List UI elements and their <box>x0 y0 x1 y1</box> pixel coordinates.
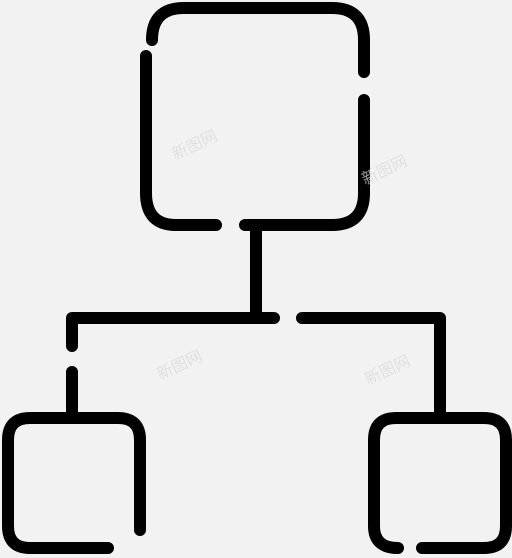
left-child-node-box <box>2 412 146 554</box>
branch-right-connector <box>296 312 446 421</box>
watermark-text: 新图网 <box>169 126 221 164</box>
watermark: 新图网 新图网 新图网 新图网 <box>154 126 414 389</box>
branch-left-connector <box>66 312 280 352</box>
parent-box-right-stroke <box>239 94 370 231</box>
parent-node-box <box>140 2 370 231</box>
left-child-box-stroke <box>2 412 146 554</box>
right-child-box-stroke <box>368 412 512 554</box>
right-child-node-box <box>368 412 512 554</box>
watermark-text: 新图网 <box>362 351 414 389</box>
parent-box-left-stroke <box>140 50 222 231</box>
parent-box-top-stroke <box>146 2 370 78</box>
watermark-text: 新图网 <box>154 346 206 384</box>
